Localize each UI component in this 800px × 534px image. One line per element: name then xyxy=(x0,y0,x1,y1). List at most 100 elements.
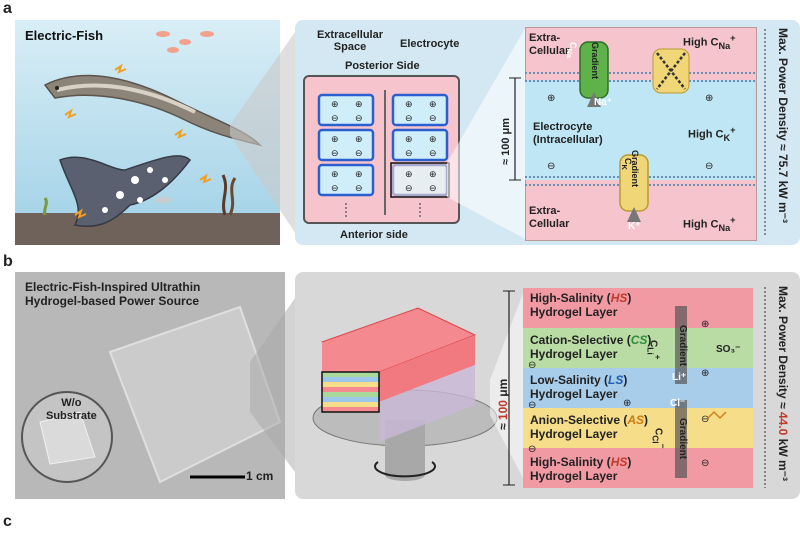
label-thickness-a: ≈ 100 μm xyxy=(500,117,512,165)
label-high-na-top: High CNa+ xyxy=(683,33,736,51)
panel-label-a: a xyxy=(3,0,12,17)
power-bracket-b xyxy=(764,287,766,488)
layer-1-abbr: CS xyxy=(630,333,648,347)
label-posterior-side: Posterior Side xyxy=(345,60,420,72)
scene-title: Electric-Fish xyxy=(25,28,104,43)
label-na-gradient: Gradient xyxy=(590,42,600,80)
projection-wedge-a xyxy=(230,25,300,240)
electrocyte-stack: ⊕⊕⊖⊖ ⊕⊕⊖⊖ ⊕⊕⊖⊖ ⊕⊕⊖⊖ ⊕⊕⊖⊖ ⊕⊕⊖⊖ xyxy=(317,90,450,217)
layer-label-4: High-Salinity (HS) Hydrogel Layer xyxy=(530,455,632,483)
svg-text:⊖: ⊖ xyxy=(528,360,536,371)
zoom-wedge-a xyxy=(447,25,527,240)
high-na-top-text: High C xyxy=(683,36,719,49)
svg-text:⊖: ⊖ xyxy=(355,148,363,158)
label-anterior-side: Anterior side xyxy=(340,229,408,241)
thickness-bracket-b xyxy=(503,290,515,486)
svg-text:⊕: ⊕ xyxy=(331,99,339,109)
without-substrate-line1: W/o xyxy=(61,397,82,409)
svg-text:⊖: ⊖ xyxy=(429,113,437,123)
svg-text:⊖: ⊖ xyxy=(705,161,713,172)
layer-2-name: Low-Salinity xyxy=(530,373,601,387)
power-b-unit: kW m⁻³ xyxy=(776,435,790,481)
layer-label-0: High-Salinity (HS) Hydrogel Layer xyxy=(530,291,632,319)
layer-0-line2: Hydrogel Layer xyxy=(530,305,618,319)
layer-0-name: High-Salinity xyxy=(530,291,604,305)
svg-text:⊕: ⊕ xyxy=(355,99,363,109)
membrane-graphics: ⊕⊕ ⊖⊖ xyxy=(525,41,755,222)
layer-2-line2: Hydrogel Layer xyxy=(530,387,618,401)
label-extracellular-space: Extracellular Space xyxy=(316,29,384,53)
svg-text:⊖: ⊖ xyxy=(429,148,437,158)
label-li-c: CLi+ xyxy=(645,340,663,360)
high-k-sub: K xyxy=(723,132,731,143)
svg-text:⊕: ⊕ xyxy=(705,93,713,104)
svg-text:⊖: ⊖ xyxy=(405,183,413,193)
svg-text:⊕: ⊕ xyxy=(331,134,339,144)
layer-as xyxy=(523,408,753,448)
high-na-bottom-sub: Na xyxy=(718,222,731,233)
c-k-sub: K xyxy=(620,164,630,170)
layer-overlay: ⊕⊖⊖ ⊕⊕⊖ ⊖⊖ xyxy=(528,306,727,478)
label-power-density-a: Max. Power Density ≈ 75.7 kW m⁻³ xyxy=(776,28,790,223)
svg-text:⊖: ⊖ xyxy=(331,183,339,193)
layer-hs-top xyxy=(523,288,753,328)
layer-label-2: Low-Salinity (LS) Hydrogel Layer xyxy=(530,373,628,401)
label-so3: SO₃⁻ xyxy=(716,344,741,355)
svg-text:⊕: ⊕ xyxy=(355,134,363,144)
svg-text:⊕: ⊕ xyxy=(701,368,709,379)
svg-text:⊕: ⊕ xyxy=(429,99,437,109)
layer-0-abbr: HS xyxy=(610,291,628,305)
extracellular-top-line2: Cellular xyxy=(529,45,570,57)
thickness-b-unit: μm xyxy=(496,378,510,401)
label-high-k: High CK+ xyxy=(688,125,736,143)
photo-title-line1: Electric-Fish-Inspired Ultrathin xyxy=(25,280,201,294)
layer-3-abbr: AS xyxy=(627,413,645,427)
svg-text:⊖: ⊖ xyxy=(355,113,363,123)
c-na-sub: Na xyxy=(565,48,575,59)
scale-bar-label: 1 cm xyxy=(246,469,274,483)
layer-4-line2: Hydrogel Layer xyxy=(530,469,618,483)
panel-label-b: b xyxy=(3,253,13,270)
label-c-k: CK xyxy=(620,158,633,170)
label-high-na-bottom: High CNa+ xyxy=(683,215,736,233)
svg-text:⊕: ⊕ xyxy=(547,93,555,104)
power-b-prefix: Max. Power Density ≈ xyxy=(776,286,790,412)
photo-title: Electric-Fish-Inspired Ultrathin Hydroge… xyxy=(25,280,200,308)
high-na-top-sub: Na xyxy=(718,40,731,51)
svg-text:⊕: ⊕ xyxy=(429,169,437,179)
label-extracellular-bottom: Extra- Cellular xyxy=(529,205,569,231)
layer-2-abbr: LS xyxy=(608,373,624,387)
layer-1-line2: Hydrogel Layer xyxy=(530,347,618,361)
thickness-b-prefix: ≈ xyxy=(496,420,510,430)
label-without-substrate: W/o Substrate xyxy=(46,397,97,423)
layer-1-name: Cation-Selective xyxy=(530,333,624,347)
electrocyte-line2: (Intracellular) xyxy=(533,134,603,146)
without-substrate-line2: Substrate xyxy=(46,410,97,422)
svg-text:⊖: ⊖ xyxy=(331,148,339,158)
photo-title-line2: Hydrogel-based Power Source xyxy=(25,294,200,308)
svg-text:⊖: ⊖ xyxy=(528,400,536,411)
svg-text:⊖: ⊖ xyxy=(701,458,709,469)
label-na-ion: Na⁺ xyxy=(594,97,613,108)
label-cl-gradient: Gradient xyxy=(677,418,688,460)
layer-hs-bottom xyxy=(523,448,753,488)
svg-text:⊖: ⊖ xyxy=(405,148,413,158)
svg-text:⊕: ⊕ xyxy=(405,169,413,179)
hydrogel-stack-3d xyxy=(312,307,498,481)
layer-ls xyxy=(523,368,753,408)
label-li-gradient: Gradient xyxy=(677,325,688,367)
svg-text:⊕: ⊕ xyxy=(623,398,631,409)
label-c-na: CNa xyxy=(565,42,578,58)
extracellular-bottom-line2: Cellular xyxy=(529,218,570,230)
svg-text:⊖: ⊖ xyxy=(355,183,363,193)
extracellular-bottom-line1: Extra- xyxy=(529,205,561,217)
label-li-ion: Li⁺ xyxy=(672,372,687,383)
svg-text:⊕: ⊕ xyxy=(701,319,709,330)
svg-text:⊖: ⊖ xyxy=(405,113,413,123)
svg-text:⊕: ⊕ xyxy=(331,169,339,179)
layer-4-abbr: HS xyxy=(610,455,628,469)
svg-text:⊖: ⊖ xyxy=(701,414,709,425)
layer-label-3: Anion-Selective (AS) Hydrogel Layer xyxy=(530,413,649,441)
label-extracellular-top: Extra- Cellular xyxy=(529,32,569,58)
layer-label-1: Cation-Selective (CS) Hydrogel Layer xyxy=(530,333,652,361)
